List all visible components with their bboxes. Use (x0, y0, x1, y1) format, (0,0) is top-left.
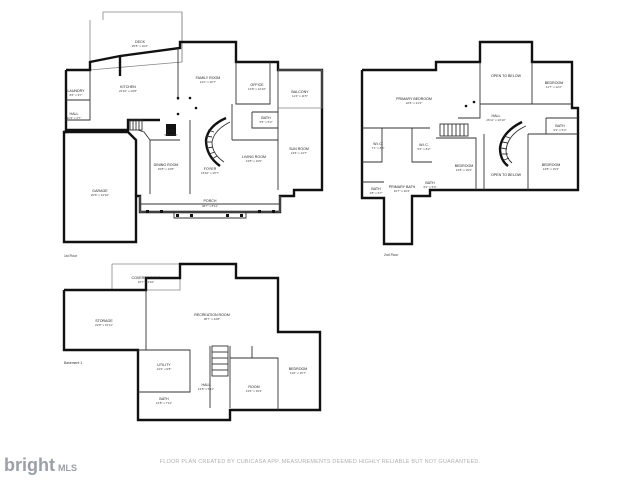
room-name: COVERED PATIO (131, 276, 160, 280)
room-name: BATH (371, 187, 381, 191)
room-dim: 15'8" x 13'8" (158, 167, 174, 171)
room-name: ROOM (248, 385, 259, 389)
room-name: HALL (202, 383, 211, 387)
room-dim: 22'8" x 15'11" (95, 323, 113, 327)
room-dim: 13'6" x 13'7" (291, 151, 307, 155)
room-name: HALL (167, 129, 176, 133)
room-dim: 11'6" x 15'7" (290, 371, 306, 375)
room-dim: 5'7" x 7'0" (164, 133, 177, 137)
footer-disclaimer: FLOOR PLAN CREATED BY CUBICASA APP. MEAS… (159, 459, 481, 465)
room-name: PRIMARY BEDROOM (396, 97, 432, 101)
room-dim: 16'7" x 20'2" (394, 189, 410, 193)
second-floor-plan (360, 40, 580, 246)
room-name: LAUNDRY (67, 89, 85, 93)
room-name: FAMILY ROOM (196, 76, 221, 80)
room-name: KITCHEN (120, 85, 136, 89)
room-name: FOYER (204, 167, 217, 171)
room-dim: 8'6" x 9'7" (69, 93, 82, 97)
room-dim: 22'10" x 16'8" (119, 89, 137, 93)
room-name: BEDROOM (455, 164, 474, 168)
room-dim: 5'2" x 8'2" (417, 147, 430, 151)
room-dim: 13'8" x 15'2" (543, 167, 559, 171)
room-dim: 21'0" x 20'7" (200, 80, 216, 84)
room-name: DECK (135, 40, 146, 44)
room-dim: 11'3" x 4'7" (67, 116, 82, 120)
room-dim: 9'2" x 5'4" (553, 128, 566, 132)
room-dim: 25'8" x 16'2" (132, 44, 148, 48)
floor-label: 1st Floor (64, 254, 78, 258)
room-name: W.I.C. (373, 142, 383, 146)
room-dim: 22'8" x 21'4" (406, 101, 422, 105)
room-name: UTILITY (157, 363, 171, 367)
room-dim: 11'7" x 12'2" (546, 85, 562, 89)
room-name: RECREATION ROOM (194, 313, 229, 317)
room-dim: 13'4" x 9'8" (157, 367, 172, 371)
logo-suffix: MLS (58, 463, 77, 473)
room-dim: 13'8" x 15'2" (456, 168, 472, 172)
room-dim: 7'1" x 8'6" (371, 146, 384, 150)
floor-label: Basement 1 (64, 361, 82, 365)
logo-brand: bright (4, 455, 55, 475)
room-name: BATH (261, 116, 271, 120)
room-dim: 26'11" x 10'10" (486, 118, 506, 122)
room-name: HALL (492, 114, 501, 118)
room-name: HALL (70, 112, 79, 116)
room-dim: 13'6" x 15'2" (246, 389, 262, 393)
bright-mls-logo: bright MLS (4, 455, 77, 476)
room-dim: 38'7" x 8'11" (202, 204, 218, 208)
room-name: BATH (425, 181, 435, 185)
room-name: LIVING ROOM (242, 155, 266, 159)
room-name: BATH (555, 124, 565, 128)
room-dim: 13'8" x 12'10" (248, 87, 266, 91)
room-dim: 13'8" x 16'0" (246, 159, 262, 163)
room-name: BALCONY (291, 90, 309, 94)
room-name: GARAGE (92, 189, 108, 193)
room-name: BEDROOM (542, 163, 561, 167)
room-name: STORAGE (95, 319, 113, 323)
room-dim: 12'8" x 7'11" (156, 401, 172, 405)
room-dim: 13'8" x 5'11" (198, 387, 214, 391)
chimney-block (166, 124, 176, 136)
first-floor-plan (62, 11, 324, 244)
room-name: OFFICE (250, 83, 264, 87)
room-name: PORCH (204, 199, 217, 203)
room-name: PRIMARY BATH (389, 185, 416, 189)
room-name: BEDROOM (545, 81, 564, 85)
room-dim: 6'2" x 5'3" (423, 185, 436, 189)
room-dim: 38'7" x 24'8" (204, 317, 220, 321)
floor-label: 2nd Floor (384, 253, 399, 257)
room-dim: 4'8" x 6'7" (369, 191, 382, 195)
room-name: OPEN TO BELOW (491, 173, 522, 177)
room-name: OPEN TO BELOW (491, 74, 522, 78)
room-name: BATH (159, 397, 169, 401)
room-dim: 16'10" x 15'7" (201, 171, 219, 175)
porch-columns (146, 210, 275, 217)
room-dim: 16'7" x 3'10" (138, 280, 154, 284)
room-name: DINING ROOM (154, 163, 179, 167)
room-dim: 5'5" x 5'4" (259, 120, 272, 124)
room-dim: 20'6" x 31'10" (91, 193, 109, 197)
room-dim: 11'4" x 11'5" (292, 94, 308, 98)
room-name: W.I.C. (419, 143, 429, 147)
basement-plan (62, 262, 322, 422)
room-name: SUN ROOM (289, 147, 309, 151)
room-name: BEDROOM (289, 367, 308, 371)
